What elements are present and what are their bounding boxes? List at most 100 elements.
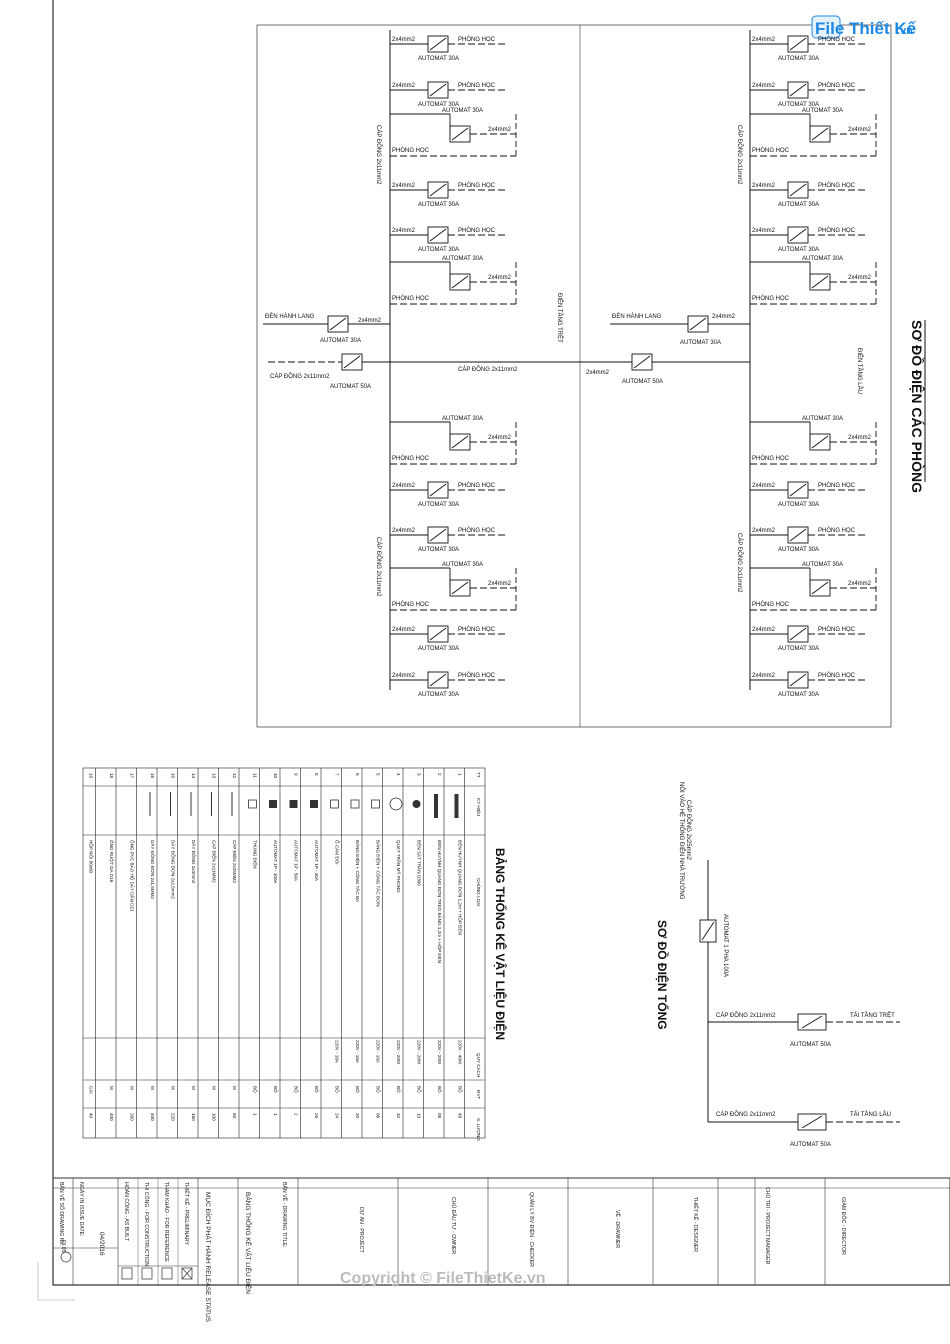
main-single-line (699, 860, 900, 1131)
breaker-contact (451, 435, 469, 449)
wire-label: 2x4mm2 (488, 435, 512, 441)
wire-label: 2x4mm2 (392, 627, 416, 633)
row-number: 13 (212, 773, 217, 779)
room-label: PHÒNG HỌC (392, 455, 430, 462)
row-qty: 1 (273, 1113, 278, 1116)
breaker-contact (811, 435, 829, 449)
row-qty: 26 (314, 1113, 319, 1119)
owner-label: CHỦ ĐẦU TƯ - OWNER (450, 1197, 457, 1254)
wire-label: 2x4mm2 (848, 581, 872, 587)
breaker-contact (429, 528, 447, 542)
breaker-contact (811, 581, 829, 595)
row-type: ỐNG RUỘT GÀ D16 (109, 840, 115, 883)
table-header: KÝ HIỆU (476, 798, 483, 816)
issue-label: NGÀY IN ISSUE DATE: (78, 1182, 85, 1237)
row-type: AUTOMAT 1P - 30A (314, 840, 319, 882)
wire-label: 2x4mm2 (488, 275, 512, 281)
wire-label: 2x4mm2 (848, 435, 872, 441)
row-type: Ổ CẮM ĐÔI (335, 840, 342, 865)
breaker-label: AUTOMAT 30A (802, 256, 843, 262)
breaker-label: AUTOMAT 30A (442, 108, 483, 114)
room-label: PHÒNG HỌC (818, 36, 856, 43)
row-qty: 32 (396, 1113, 401, 1119)
table-header: S. LƯỢNG (476, 1118, 481, 1141)
row-spec: 220V - 20W (437, 1040, 442, 1065)
main-feeder (263, 30, 751, 690)
row-unit: M (191, 1086, 196, 1090)
feeder-cable-1: CÁP ĐỒNG 2x11mm2 (716, 1012, 776, 1019)
wire-label: 2x4mm2 (848, 275, 872, 281)
row-number: 6 (355, 773, 360, 776)
row-number: 2 (437, 773, 442, 776)
breaker-contact (429, 673, 447, 687)
row-number: 14 (191, 773, 196, 779)
breaker-contact (789, 483, 807, 497)
wire-label: 2x4mm2 (392, 673, 416, 679)
room-label: PHÒNG HỌC (458, 36, 496, 43)
main-breaker-right: AUTOMAT 50A (622, 379, 663, 385)
row-unit: BỘ (396, 1086, 402, 1093)
status-as-built: HOÀN CÔNG - AS BUILT (123, 1182, 130, 1242)
breaker-label: AUTOMAT 30A (802, 108, 843, 114)
incoming-label: NỐI VÀO HỆ THỐNG ĐIỆN NHÀ TRƯỜNG (678, 782, 686, 900)
row-type: ĐÈN SÁT TRẦN D300 (417, 840, 423, 886)
room-label: PHÒNG HỌC (752, 295, 790, 302)
main-wire-right: 2x4mm2 (586, 370, 610, 376)
room-label: PHÒNG HỌC (392, 147, 430, 154)
breaker-label: AUTOMAT 30A (778, 646, 819, 652)
row-qty: 13 (417, 1113, 422, 1119)
ground-floor-label: ĐIỆN TẦNG TRỆT (556, 293, 564, 343)
corridor-light-left: ĐÈN HÀNH LANG (265, 313, 315, 320)
upper-floor-label: ĐIỆN TẦNG LẦU (856, 348, 864, 394)
breaker-contact (811, 275, 829, 289)
table-header: ĐVT (476, 1090, 481, 1099)
room-label: PHÒNG HỌC (458, 227, 496, 234)
row-number: 9 (294, 773, 299, 776)
row-qty: 100 (212, 1113, 217, 1121)
row-type: QUẠT TRẦN MỸ PHONG (396, 840, 402, 893)
fluorescent-lamp-icon (454, 794, 459, 818)
wire-label: 2x4mm2 (392, 37, 416, 43)
row-type: DÂY ĐỒNG 2x4mm2 (191, 840, 197, 884)
row-type: ỐNG PVC BẢO HỘ DÂY DẪN D21 (130, 840, 136, 912)
ceiling-fan-icon (389, 797, 403, 811)
row-unit: BỘ (314, 1086, 320, 1093)
row-unit: BỘ (417, 1086, 423, 1093)
room-label: PHÒNG HỌC (752, 601, 790, 608)
switch-icon (330, 799, 339, 809)
breaker-contact (429, 37, 447, 51)
row-type: HỘP NỐI 60x60 (89, 840, 95, 874)
switch-icon (371, 799, 380, 809)
row-number: 1 (458, 773, 463, 776)
breaker-icon (310, 800, 318, 808)
corridor-wire-left: 2x4mm2 (358, 318, 382, 324)
row-type: DÂY ĐỒNG ĐƠN 2x1,5MM2 (150, 840, 156, 899)
breaker-contact (789, 673, 807, 687)
breaker-contact (789, 83, 807, 97)
breaker-label: AUTOMAT 30A (442, 416, 483, 422)
row-unit: M (130, 1086, 135, 1090)
riser-cable-4: CÁP ĐỒNG 2x11mm2 (736, 533, 743, 593)
row-qty: 40 (89, 1113, 94, 1119)
pm-label: CHỦ TRÌ - PROJECT MANAGER (764, 1187, 771, 1265)
table-header: TT (476, 772, 481, 778)
breaker-label: AUTOMAT 30A (418, 202, 459, 208)
fluorescent-lamp-icon (434, 794, 438, 818)
row-type: ĐÈN HUỲNH QUANG ĐƠN 1,2m + HỘP ĐÈN (458, 840, 464, 935)
room-label: PHÒNG HỌC (818, 227, 856, 234)
row-qty: 50 (232, 1113, 237, 1119)
